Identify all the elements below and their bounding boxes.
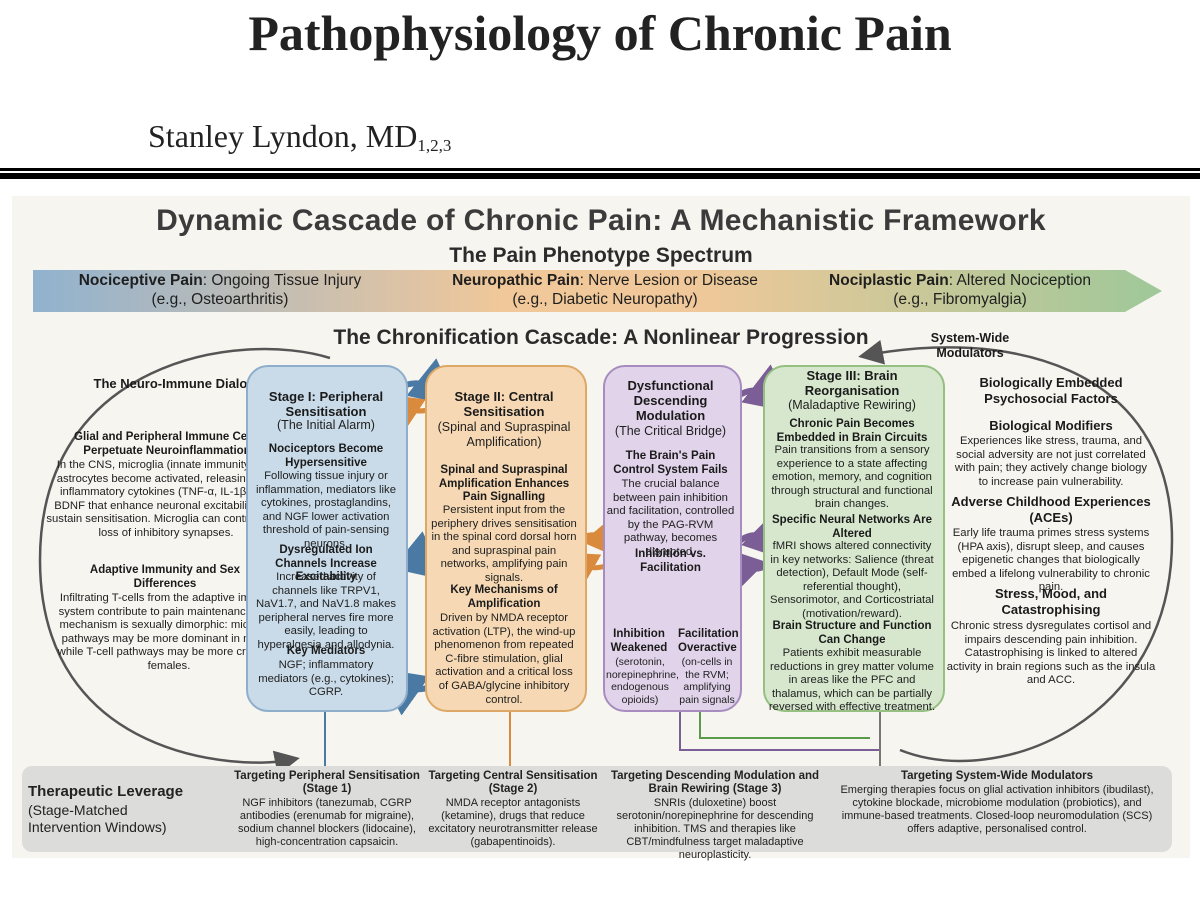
modulators-h1: Biological Modifiers [989, 418, 1113, 433]
stage3-box [763, 365, 945, 712]
modulation-inhibition-head: Inhibition Weakened [610, 628, 668, 654]
stage3-t3: Patients exhibit measurable reductions i… [768, 647, 936, 714]
phenotype-nociplastic-desc: : Altered Nociception [948, 272, 1091, 289]
phenotype-nociceptive-label: Nociceptive Pain [78, 272, 203, 289]
stage1-t2: Increased activity of channels like TRPV… [255, 571, 397, 651]
phenotype-neuropathic-label: Neuropathic Pain [452, 272, 580, 289]
stage1-subtitle: (The Initial Alarm) [277, 418, 375, 432]
spectrum-arrow [33, 270, 1162, 312]
stage1-h3: Key Mediators [286, 645, 366, 657]
phenotype-neuropathic-example: (e.g., Diabetic Neuropathy) [512, 291, 698, 308]
modulators-t1: Experiences like stress, trauma, and soc… [954, 435, 1148, 488]
stage2-box [425, 365, 587, 712]
stage2-subtitle: (Spinal and Supraspinal Amplification) [437, 420, 571, 449]
modulation-subtitle: (The Critical Bridge) [614, 424, 727, 438]
neuro-immune-sec1-head: Glial and Peripheral Immune Cells Perpet… [74, 431, 260, 457]
stage1-t3: NGF; inflammatory mediators (e.g., cytok… [258, 659, 394, 699]
phenotype-nociceptive-desc: : Ongoing Tissue Injury [202, 272, 362, 289]
therapy-stage1-head: Targeting Peripheral Sensitisation (Stag… [234, 770, 420, 795]
stage3-h2: Specific Neural Networks Are Altered [772, 514, 932, 540]
phenotype-nociplastic: Nociplastic Pain: Altered Nociception (e… [790, 271, 1130, 309]
modulation-box [603, 365, 742, 712]
stage1-h2: Dysregulated Ion Channels Increase Excit… [275, 544, 377, 584]
author-affiliations: 1,2,3 [417, 136, 452, 155]
phenotype-nociplastic-label: Nociplastic Pain [829, 272, 949, 289]
stage1-box [246, 365, 408, 712]
modulation-t1: The crucial balance between pain inhibit… [606, 478, 735, 558]
therapy-stage2-text: NMDA receptor antagonists (ketamine), dr… [428, 797, 598, 848]
stage3-title: Stage III: Brain Reorganisation [804, 368, 900, 398]
connector-stage3 [699, 712, 870, 739]
stage3-h1: Chronic Pain Becomes Embedded in Brain C… [776, 418, 928, 444]
therapy-stage3-head: Targeting Descending Modulation and Brai… [610, 770, 820, 795]
neuro-immune-sec1-text: In the CNS, microglia (innate immunity) … [46, 459, 286, 539]
header-rule-thin [0, 168, 1200, 171]
therapeutic-subtitle: (Stage-Matched Intervention Windows) [28, 802, 167, 835]
modulation-facilitation-head: Facilitation Overactive [678, 628, 739, 654]
left-loop-arc [38, 347, 331, 776]
therapy-stage3-text: SNRIs (duloxetine) boost serotonin/norep… [616, 797, 814, 861]
therapy-stage1-text: NGF inhibitors (tanezumab, CGRP antibodi… [238, 797, 416, 848]
stage1-title: Stage I: Peripheral Sensitisation [268, 389, 384, 419]
neuro-immune-sec2-head: Adaptive Immunity and Sex Differences [89, 564, 241, 590]
therapy-modulators-head: Targeting System-Wide Modulators [900, 770, 1093, 782]
phenotype-nociplastic-example: (e.g., Fibromyalgia) [893, 291, 1027, 308]
stage3-subtitle: (Maladaptive Rewiring) [788, 398, 916, 412]
author-line: Stanley Lyndon, MD1,2,3 [148, 118, 451, 155]
page-title: Pathophysiology of Chronic Pain [248, 5, 952, 61]
phenotype-neuropathic-desc: : Nerve Lesion or Disease [579, 272, 758, 289]
neuro-immune-title: The Neuro-Immune Dialogue [93, 376, 271, 391]
right-loop-arc [858, 339, 1174, 763]
phenotype-neuropathic: Neuropathic Pain: Nerve Lesion or Diseas… [425, 271, 785, 309]
therapeutic-title: Therapeutic Leverage [28, 783, 184, 800]
therapy-stage2-head: Targeting Central Sensitisation (Stage 2… [428, 770, 598, 795]
figure-title: Dynamic Cascade of Chronic Pain: A Mecha… [156, 204, 1046, 237]
stage3-h3: Brain Structure and Function Can Change [772, 620, 932, 646]
stage2-t1: Persistent input from the periphery driv… [431, 504, 577, 584]
modulators-t3: Chronic stress dysregulates cortisol and… [946, 620, 1156, 687]
stage2-h2: Key Mechanisms of Amplification [450, 584, 558, 610]
modulators-label: System-Wide Modulators [930, 331, 1010, 360]
stage1-h1: Nociceptors Become Hypersensitive [268, 443, 384, 469]
author-name: Stanley Lyndon, MD [148, 118, 418, 154]
phenotype-nociceptive-example: (e.g., Osteoarthritis) [151, 291, 289, 308]
stage2-title: Stage II: Central Sensitisation [454, 389, 554, 419]
modulators-h3: Stress, Mood, and Catastrophising [995, 586, 1107, 617]
stage3-t2: fMRI shows altered connectivity in key n… [770, 540, 934, 620]
modulation-h2: Inhibition vs. Facilitation [635, 548, 706, 574]
therapeutic-bar [22, 766, 1172, 852]
stage2-h1: Spinal and Supraspinal Amplification Enh… [438, 464, 570, 504]
spectrum-title: The Pain Phenotype Spectrum [449, 244, 753, 267]
modulation-h1: The Brain's Pain Control System Fails [613, 450, 728, 476]
header-rule-thick [0, 173, 1200, 179]
modulators-h2: Adverse Childhood Experiences (ACEs) [951, 494, 1151, 525]
stage3-t1: Pain transitions from a sensory experien… [771, 444, 933, 511]
modulation-facilitation-text: (on-cells in the RVM; amplifying pain si… [679, 656, 735, 706]
modulation-title: Dysfunctional Descending Modulation [627, 378, 714, 423]
neuro-immune-sec2-text: Infiltrating T-cells from the adaptive i… [57, 592, 281, 672]
stage1-t1: Following tissue injury or inflammation,… [255, 470, 396, 550]
modulation-inhibition-text: (serotonin, norepinephrine, endogenous o… [606, 656, 679, 706]
modulators-t2: Early life trauma primes stress systems … [952, 527, 1150, 594]
therapy-modulators-text: Emerging therapies focus on glial activa… [840, 784, 1154, 835]
cascade-title: The Chronification Cascade: A Nonlinear … [333, 326, 869, 349]
modulators-title: Biologically Embedded Psychosocial Facto… [979, 375, 1123, 406]
phenotype-nociceptive: Nociceptive Pain: Ongoing Tissue Injury … [40, 271, 400, 309]
stage2-t2: Driven by NMDA receptor activation (LTP)… [432, 612, 576, 706]
